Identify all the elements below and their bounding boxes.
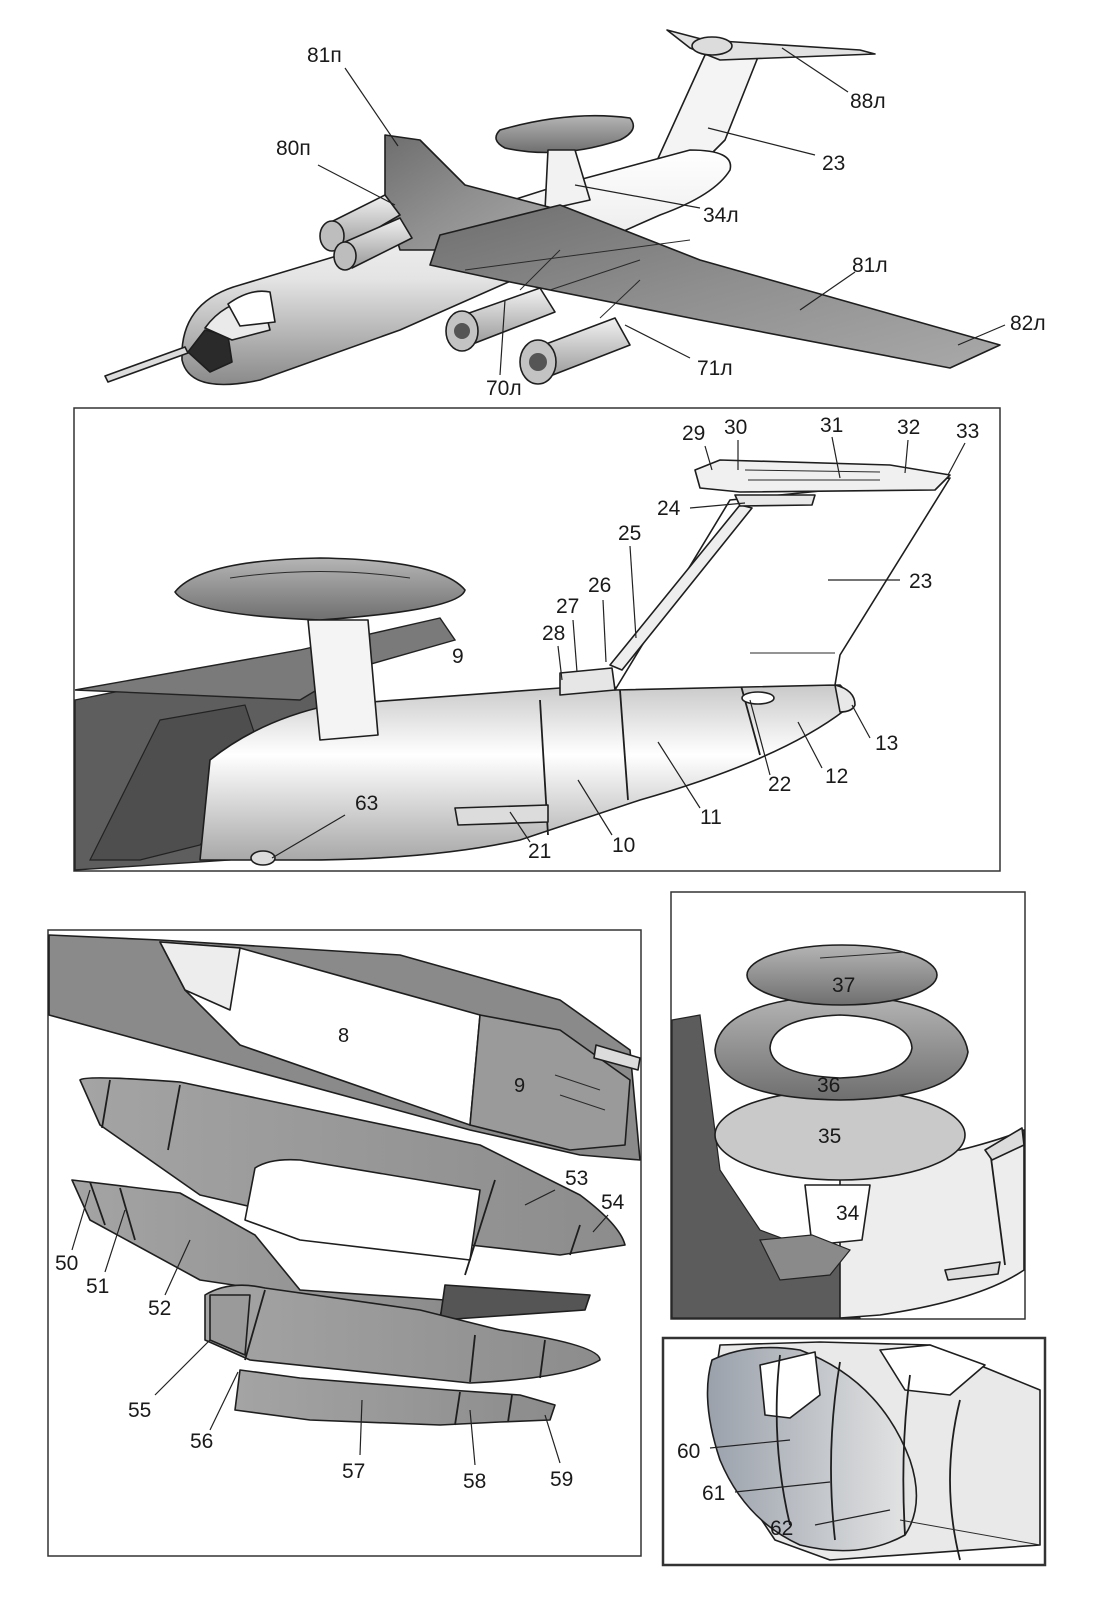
tail-section-panel [73, 407, 1001, 872]
label-26: 26 [588, 574, 611, 597]
label-37: 37 [832, 974, 855, 997]
label-32: 32 [897, 416, 920, 439]
aircraft-overview [104, 29, 1001, 386]
label-56: 56 [190, 1430, 213, 1453]
label-24: 24 [657, 497, 681, 520]
label-81l: 81л [852, 254, 888, 277]
label-51: 51 [86, 1275, 109, 1298]
label-8: 8 [338, 1025, 349, 1047]
label-31: 31 [820, 414, 843, 437]
nose-section-panel [661, 1336, 1047, 1567]
label-30: 30 [724, 416, 747, 439]
radome-exploded-panel [670, 891, 1026, 1320]
label-35: 35 [818, 1125, 841, 1148]
label-80p: 80п [276, 137, 311, 160]
label-23-tail: 23 [909, 570, 932, 593]
label-12: 12 [825, 765, 848, 788]
label-23: 23 [822, 152, 845, 175]
label-13: 13 [875, 732, 898, 755]
fuselage-exploded-panel [47, 929, 642, 1557]
label-52: 52 [148, 1297, 171, 1320]
label-58: 58 [463, 1470, 486, 1493]
tail-callouts: 29 30 31 32 33 24 25 23 26 27 28 9 13 12… [271, 414, 979, 863]
label-36: 36 [817, 1074, 840, 1097]
label-60: 60 [677, 1440, 700, 1463]
label-25: 25 [618, 522, 641, 545]
label-29: 29 [682, 422, 705, 445]
label-82l: 82л [1010, 312, 1046, 335]
label-33: 33 [956, 420, 979, 443]
label-55: 55 [128, 1399, 151, 1422]
label-57: 57 [342, 1460, 365, 1483]
label-71l: 71л [697, 357, 733, 380]
label-28: 28 [542, 622, 565, 645]
label-9-fuselage: 9 [514, 1075, 525, 1097]
label-61: 61 [702, 1482, 725, 1505]
label-50: 50 [55, 1252, 78, 1275]
label-54: 54 [601, 1191, 625, 1214]
label-63: 63 [355, 792, 378, 815]
overview-callouts: 81п 80п 88л 23 34л 81л 82л 71л 70л [276, 44, 1046, 400]
label-59: 59 [550, 1468, 573, 1491]
label-21: 21 [528, 840, 551, 863]
label-53: 53 [565, 1167, 588, 1190]
label-22: 22 [768, 773, 791, 796]
label-10: 10 [612, 834, 635, 857]
radome-callouts: 37 36 35 34 [817, 974, 860, 1225]
label-34: 34 [836, 1202, 860, 1225]
fuselage-callouts: 8 9 53 54 50 51 52 55 56 57 58 59 [55, 1025, 625, 1493]
label-70l: 70л [486, 377, 522, 400]
label-9-tail: 9 [452, 645, 464, 668]
label-62: 62 [770, 1517, 793, 1540]
label-27: 27 [556, 595, 579, 618]
label-81p: 81п [307, 44, 342, 67]
label-11: 11 [700, 806, 722, 829]
label-88l: 88л [850, 90, 886, 113]
nose-callouts: 60 61 62 [677, 1439, 891, 1540]
label-34l: 34л [703, 204, 739, 227]
